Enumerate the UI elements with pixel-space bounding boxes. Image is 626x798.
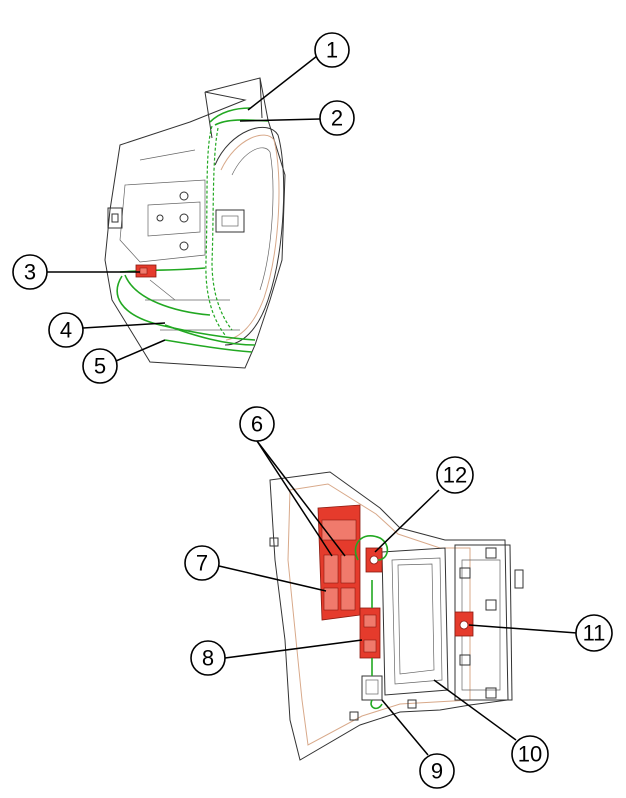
leader-5 bbox=[115, 339, 166, 362]
leader-7 bbox=[218, 565, 327, 592]
leader-1 bbox=[247, 55, 318, 111]
leader-2 bbox=[239, 118, 321, 122]
callout-label-10: 10 bbox=[518, 742, 542, 767]
callout-label-7: 7 bbox=[196, 551, 208, 576]
callout-5: 5 bbox=[82, 348, 118, 384]
leader-4 bbox=[82, 322, 166, 329]
callout-label-1: 1 bbox=[326, 38, 338, 63]
callout-label-8: 8 bbox=[202, 646, 214, 671]
callout-label-12: 12 bbox=[443, 463, 467, 488]
callout-1: 1 bbox=[314, 32, 350, 68]
callout-10: 10 bbox=[511, 735, 549, 773]
callout-12: 12 bbox=[436, 456, 474, 494]
callout-7: 7 bbox=[184, 545, 220, 581]
leader-lines bbox=[46, 55, 578, 756]
leader-10 bbox=[433, 679, 517, 741]
callout-label-5: 5 bbox=[94, 354, 106, 379]
leader-9 bbox=[381, 699, 429, 756]
callout-9: 9 bbox=[419, 753, 455, 789]
callout-label-11: 11 bbox=[583, 621, 606, 646]
leader-6b bbox=[256, 440, 346, 557]
leader-12 bbox=[374, 489, 440, 553]
callout-label-3: 3 bbox=[24, 260, 36, 285]
leader-11 bbox=[468, 624, 578, 634]
callout-3: 3 bbox=[12, 254, 48, 290]
callout-2: 2 bbox=[319, 100, 355, 136]
callout-label-6: 6 bbox=[251, 412, 263, 437]
callout-label-9: 9 bbox=[431, 759, 443, 784]
callout-label-4: 4 bbox=[60, 318, 72, 343]
leader-6a bbox=[256, 440, 333, 557]
leader-8 bbox=[224, 639, 363, 659]
callout-8: 8 bbox=[190, 640, 226, 676]
callout-6: 6 bbox=[239, 406, 275, 442]
upper-view-front-cowl bbox=[104, 77, 286, 369]
callout-label-2: 2 bbox=[331, 106, 343, 131]
callout-11: 11 bbox=[575, 614, 613, 652]
callout-4: 4 bbox=[48, 312, 84, 348]
